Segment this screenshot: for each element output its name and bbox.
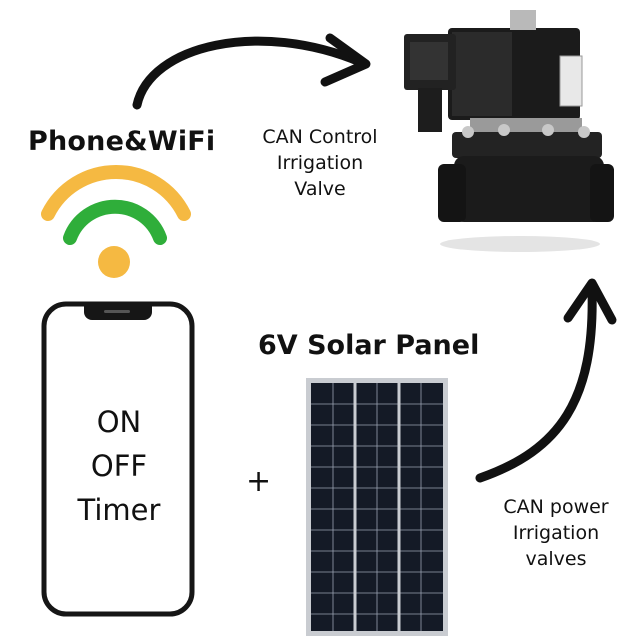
- power-caption-line: valves: [525, 548, 587, 570]
- smartphone-icon: [41, 301, 195, 617]
- plus-sign: +: [246, 464, 272, 499]
- phone-screen-line: ON: [96, 405, 142, 439]
- valve-caption: CAN Control Irrigation Valve: [240, 124, 400, 202]
- phone-screen-line: Timer: [77, 493, 161, 527]
- curved-arrow-icon: [132, 33, 371, 110]
- wifi-icon: [41, 164, 191, 278]
- phone-screen-text: ON OFF Timer: [44, 400, 194, 532]
- phone-screen-line: OFF: [90, 449, 148, 483]
- curved-arrow-icon: [475, 278, 617, 483]
- power-caption-line: CAN power: [503, 496, 609, 518]
- valve-caption-line: Valve: [294, 178, 346, 200]
- power-caption-line: Irrigation: [512, 522, 600, 544]
- solenoid-valve-icon: [404, 10, 614, 252]
- solar-panel-icon: [306, 378, 448, 636]
- phone-wifi-title: Phone&WiFi: [28, 126, 216, 157]
- solar-panel-title: 6V Solar Panel: [258, 330, 480, 361]
- power-caption: CAN power Irrigation valves: [478, 494, 634, 572]
- valve-caption-line: Irrigation: [276, 152, 364, 174]
- valve-caption-line: CAN Control: [262, 126, 378, 148]
